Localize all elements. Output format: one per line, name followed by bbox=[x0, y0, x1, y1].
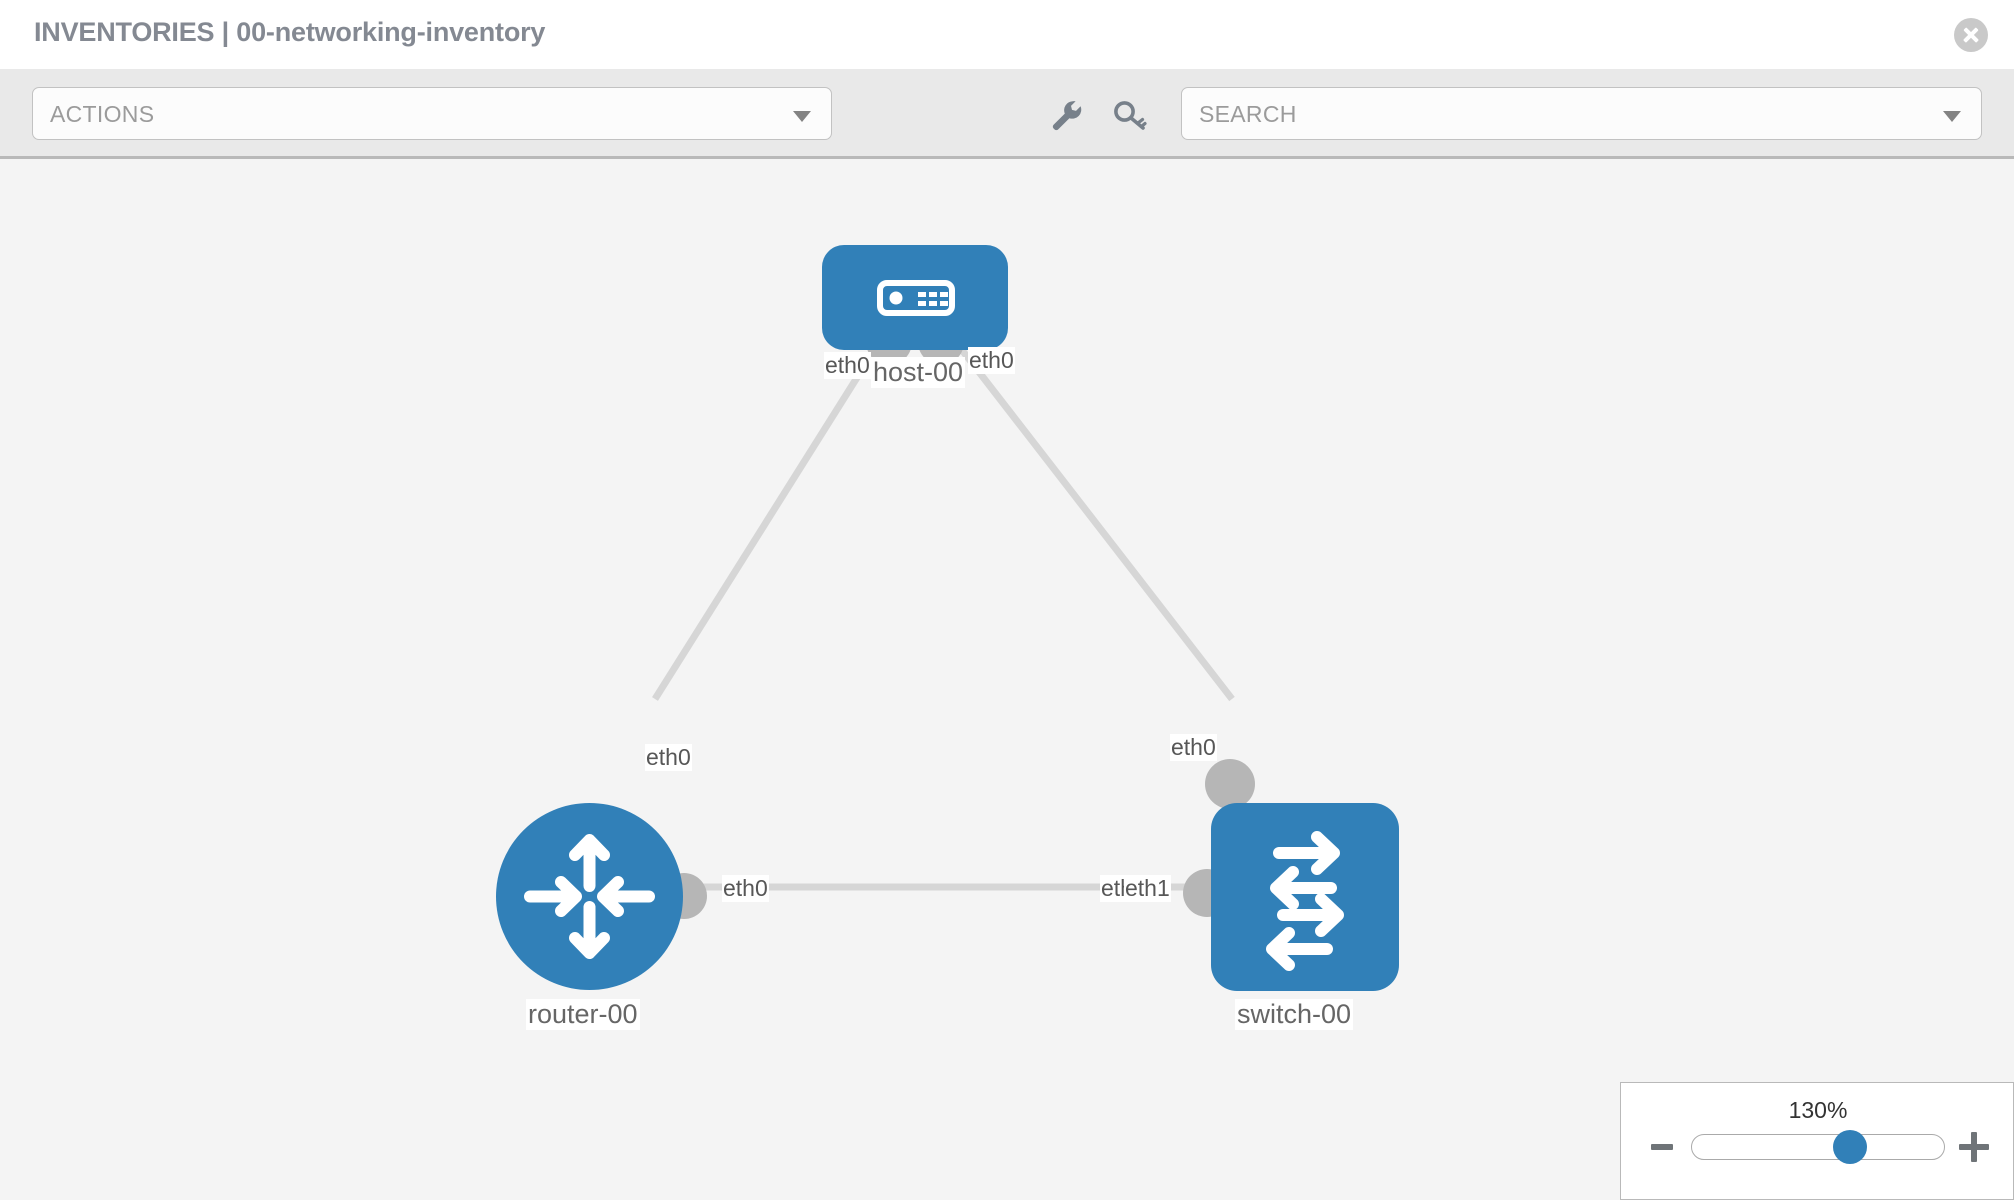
zoom-out-button[interactable] bbox=[1651, 1144, 1673, 1150]
link-host-router bbox=[652, 339, 883, 701]
switch-arrows-icon bbox=[1211, 803, 1399, 996]
node-shape-switch bbox=[1211, 803, 1399, 991]
interface-label-switch-left: eth1 bbox=[1124, 875, 1171, 902]
router-arrows-icon bbox=[496, 803, 683, 995]
host-server-icon bbox=[822, 245, 1008, 355]
key-icon[interactable] bbox=[1112, 97, 1148, 133]
wrench-icon[interactable] bbox=[1048, 97, 1084, 133]
zoom-level-value: 130% bbox=[1788, 1097, 1848, 1123]
close-icon[interactable] bbox=[1954, 18, 1988, 52]
link-host-switch bbox=[952, 338, 1235, 702]
chevron-down-icon bbox=[1943, 111, 1961, 122]
node-shape-host bbox=[822, 245, 1008, 350]
interface-label-host-left: eth0 bbox=[824, 352, 871, 379]
interface-label-switch-up: eth0 bbox=[1170, 734, 1217, 761]
toolbar: ACTIONS SEARCH bbox=[0, 69, 2014, 159]
zoom-control-panel: 130% bbox=[1620, 1082, 2014, 1200]
node-label-switch-00: switch-00 bbox=[1235, 999, 1354, 1030]
topology-node-router-00[interactable]: router-00 bbox=[496, 803, 707, 1030]
actions-dropdown[interactable]: ACTIONS bbox=[32, 87, 832, 140]
node-label-router-00: router-00 bbox=[526, 999, 640, 1030]
zoom-in-button[interactable] bbox=[1959, 1132, 1989, 1162]
page-header: INVENTORIES | 00-networking-inventory bbox=[0, 0, 2014, 69]
interface-label-host-right: eth0 bbox=[968, 347, 1015, 374]
chevron-down-icon bbox=[793, 111, 811, 122]
actions-dropdown-label: ACTIONS bbox=[50, 101, 155, 127]
interface-label-router-right: eth0 bbox=[722, 875, 769, 902]
connector-switch-top bbox=[1205, 759, 1255, 809]
page-title: INVENTORIES | 00-networking-inventory bbox=[34, 17, 546, 47]
search-placeholder: SEARCH bbox=[1199, 101, 1297, 127]
zoom-slider[interactable] bbox=[1691, 1134, 1945, 1160]
topology-canvas[interactable]: host-00 bbox=[0, 159, 2014, 1200]
search-input[interactable]: SEARCH bbox=[1181, 87, 1982, 140]
topology-node-host-00[interactable]: host-00 bbox=[822, 245, 1008, 388]
zoom-slider-thumb[interactable] bbox=[1833, 1130, 1867, 1164]
node-label-host-00: host-00 bbox=[871, 357, 966, 388]
topology-node-switch-00[interactable]: switch-00 bbox=[1183, 759, 1399, 1030]
interface-label-router-up: eth0 bbox=[645, 744, 692, 771]
